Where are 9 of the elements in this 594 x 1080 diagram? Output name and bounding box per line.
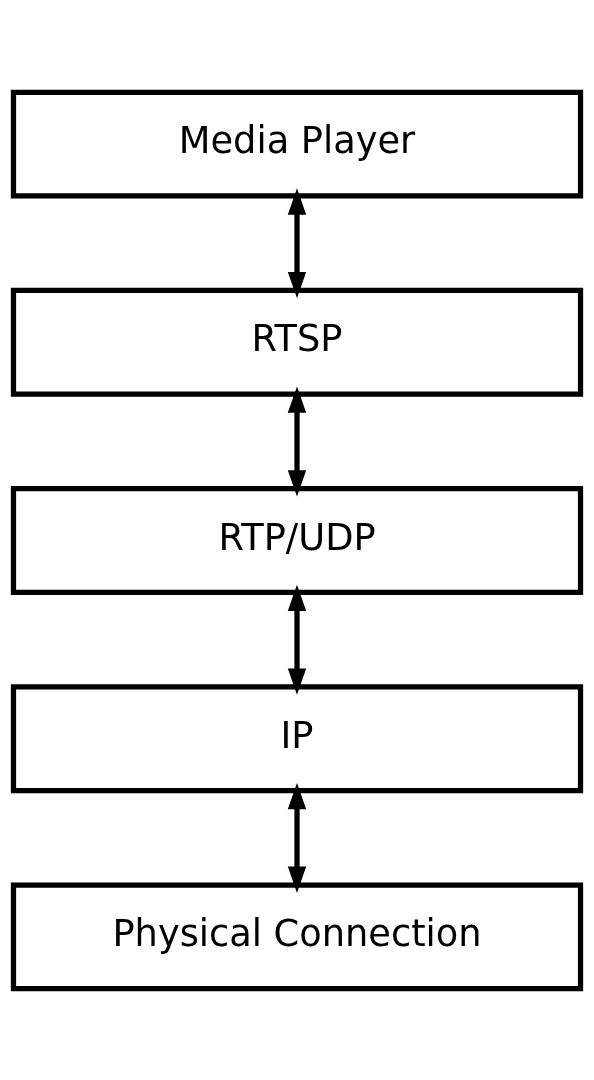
- node-box: Media Player: [10, 89, 584, 199]
- node-box: IP: [10, 683, 584, 793]
- arrow: [287, 386, 307, 497]
- arrow: [287, 187, 307, 298]
- node-box: RTP/UDP: [10, 485, 584, 595]
- arrow: [287, 782, 307, 893]
- node-box: Physical Connection: [10, 881, 584, 991]
- node-box: RTSP: [10, 287, 584, 397]
- arrow: [287, 584, 307, 695]
